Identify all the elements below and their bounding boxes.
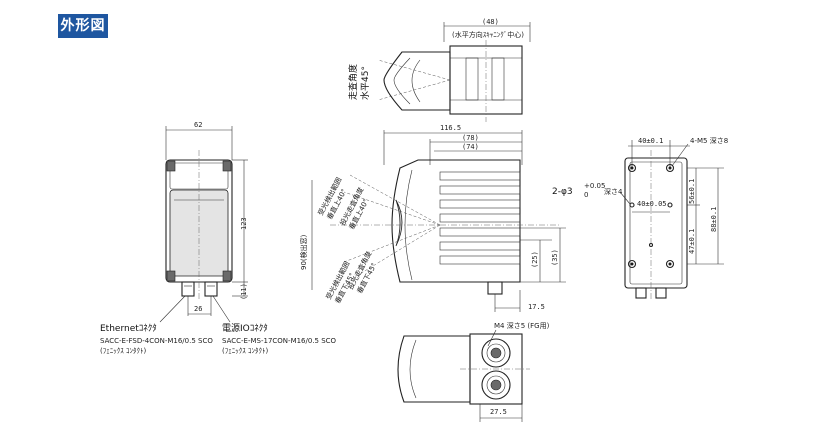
detection-window-dim: 90(検出窓)	[299, 234, 308, 270]
power-connector-part: SACC-E-MS-17CON-M16/0.5 SCO	[222, 337, 337, 345]
front-height-dim: 123	[240, 217, 248, 230]
ethernet-connector-part: SACC-E-FSD-4CON-M16/0.5 SCO	[100, 337, 213, 345]
top-view: (48) (水平方向ｽｷｬﾆﾝｸﾞ中心) 走査角度 水平45°	[347, 18, 531, 122]
back-screw-label: 4-M5 深さ8	[690, 136, 728, 145]
ethernet-connector-maker: (ﾌｪﾆｯｸｽ ｺﾝﾀｸﾄ)	[100, 347, 146, 355]
scan-angle-value: 水平45°	[359, 66, 371, 100]
side-dim-17-5: 17.5	[528, 303, 545, 311]
side-view: 116.5 (78) (74)	[299, 124, 566, 312]
side-length-74-dim: (74)	[462, 143, 479, 151]
bottom-view: M4 深さ5 (FG用) 27.5	[397, 321, 550, 422]
side-dim-35: (35)	[551, 249, 559, 266]
pin-hole-label: 2-φ3	[552, 187, 573, 197]
side-length-78-dim: (78)	[462, 134, 479, 142]
back-dim-88: 88±0.1	[710, 207, 718, 232]
front-connector-height-dim: (11)	[240, 283, 248, 300]
front-view: 62 123 (11)	[100, 121, 337, 355]
scan-angle-label: 走査角度	[347, 64, 359, 100]
scan-center-label: (水平方向ｽｷｬﾆﾝｸﾞ中心)	[452, 30, 524, 39]
back-pitch-top-dim: 40±0.1	[638, 137, 663, 145]
back-dim-47: 47±0.1	[688, 229, 696, 254]
back-dim-56: 56±0.1	[688, 179, 696, 204]
top-width-dim: (48)	[482, 18, 499, 26]
bottom-screw-label: M4 深さ5 (FG用)	[494, 321, 550, 330]
pin-hole-depth: 深さ4	[604, 187, 623, 196]
ethernet-connector-label: Ethernetｺﾈｸﾀ	[100, 323, 157, 334]
side-total-length-dim: 116.5	[440, 124, 461, 132]
side-dim-25: (25)	[531, 251, 539, 268]
back-view: 40±0.1 4-M5 深さ8 2-φ3 +0.05 0 深さ4	[552, 136, 728, 300]
power-connector-label: 電源IOｺﾈｸﾀ	[222, 323, 268, 334]
front-connector-pitch-dim: 26	[194, 305, 202, 313]
pin-hole-tol-zero: 0	[584, 191, 588, 199]
pin-hole-tol-plus: +0.05	[584, 182, 605, 190]
section-title-badge: 外形図	[58, 14, 108, 38]
bottom-dim-27-5: 27.5	[490, 408, 507, 416]
back-pitch-mid-dim: 40±0.05	[637, 200, 667, 208]
power-connector-maker: (ﾌｪﾆｯｸｽ ｺﾝﾀｸﾄ)	[222, 347, 268, 355]
heat-sink-fins	[439, 171, 521, 265]
front-width-dim: 62	[194, 121, 202, 129]
